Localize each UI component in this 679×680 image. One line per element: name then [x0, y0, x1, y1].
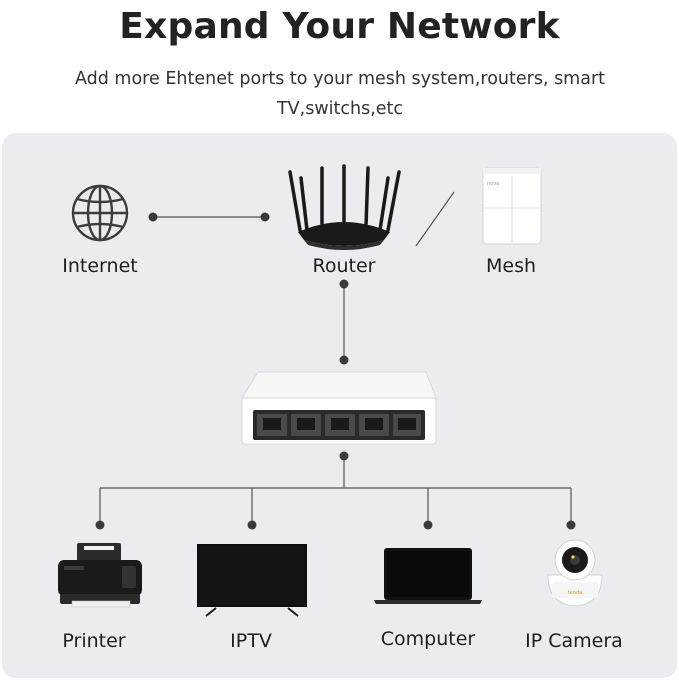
computer-label: Computer	[380, 628, 476, 650]
ipcamera-label: IP Camera	[525, 630, 623, 652]
globe-icon	[71, 184, 129, 242]
iptv-label: IPTV	[230, 630, 272, 652]
printer-icon	[58, 543, 142, 608]
mesh-label: Mesh	[485, 255, 537, 277]
router-label: Router	[312, 255, 376, 277]
router-mesh-link	[415, 191, 455, 247]
page-title: Expand Your Network	[119, 6, 560, 47]
mesh-brand-text: nova	[487, 181, 499, 187]
ethernet-switch-icon	[241, 371, 437, 445]
camera-brand-text: tenda	[568, 590, 582, 596]
router-icon	[288, 164, 401, 250]
connector-dots	[95, 212, 576, 530]
connector-lines	[99, 191, 572, 525]
ip-camera-icon: tenda	[547, 539, 603, 607]
internet-label: Internet	[62, 255, 138, 277]
laptop-icon	[374, 548, 482, 604]
page-subtitle: Add more Ehtenet ports to your mesh syst…	[74, 69, 606, 119]
mesh-node-icon: nova	[482, 167, 542, 245]
printer-label: Printer	[62, 630, 126, 652]
tv-icon	[197, 544, 307, 617]
